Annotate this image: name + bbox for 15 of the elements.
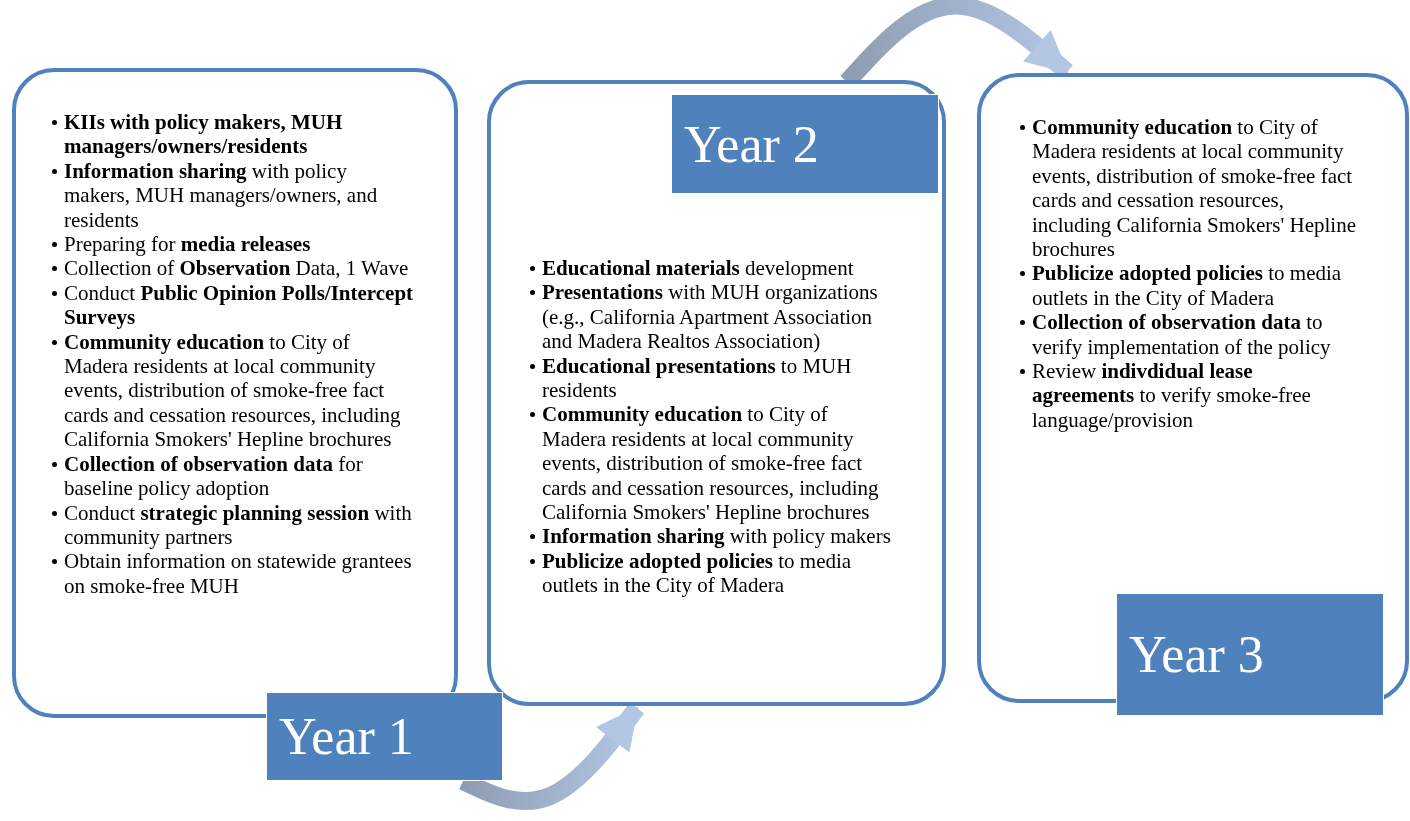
year-label: Year 3 (1116, 593, 1384, 716)
bullet-item: Obtain information on statewide grantees on smoke-free MUH (64, 549, 413, 599)
bullet-item: Collection of Observation Data, 1 Wave (64, 256, 410, 281)
bullet-item: Educational materials development (542, 256, 855, 281)
bullet-item: Publicize adopted policies to media outlets in the City of Madera (542, 548, 853, 598)
rounded-panel (487, 80, 946, 706)
bullet-item: Presentations with MUH organizations (e.g., California Apartment Association and Madera Realtos Association) (542, 280, 879, 354)
year-label: Year 2 (671, 94, 939, 194)
rounded-panel (12, 68, 458, 718)
bullet-item: Information sharing with policy makers (542, 524, 892, 549)
rounded-panel (977, 73, 1409, 703)
bullet-item: Conduct strategic planning session with community partners (64, 500, 413, 550)
bullet-item: Preparing for media releases (64, 232, 312, 257)
bullet-item: Review indivdidual lease agreements to verify smoke-free language/provision (1032, 359, 1312, 433)
year-label: Year 1 (266, 692, 503, 781)
